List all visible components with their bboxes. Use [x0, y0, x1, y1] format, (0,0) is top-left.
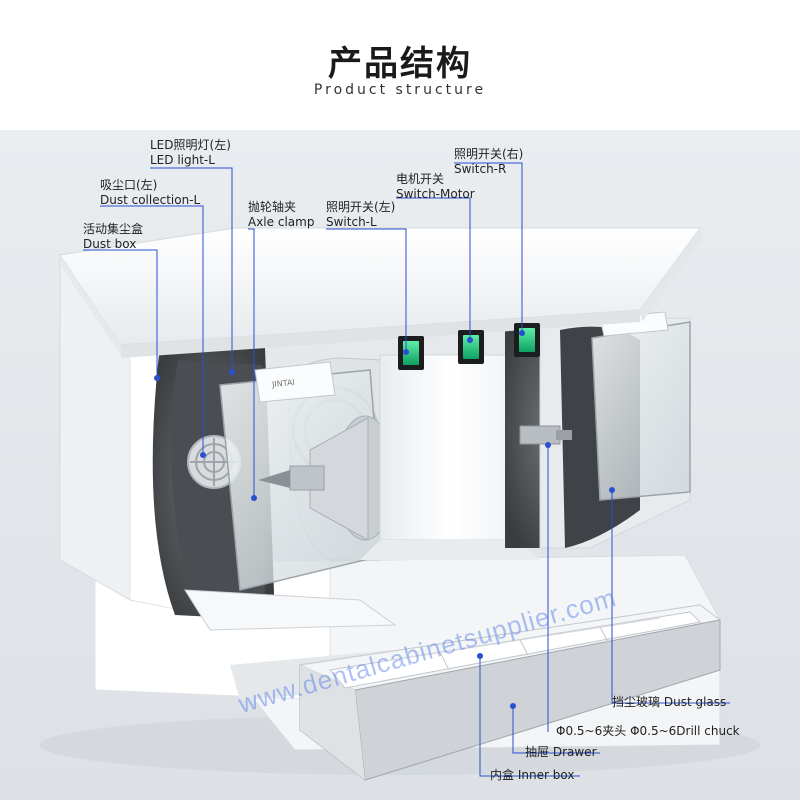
- header: 产品结构 Product structure: [0, 0, 800, 130]
- switch-l-icon: [403, 341, 419, 365]
- callout-dots: [154, 330, 615, 709]
- label-inner-box: 内盒 Inner box: [490, 768, 575, 782]
- drill-chuck: [519, 425, 561, 445]
- label-dust-box: 活动集尘盒 Dust box: [83, 222, 144, 251]
- product-illustration: [40, 162, 760, 781]
- label-drill-chuck: Φ0.5~6夹头 Φ0.5~6Drill chuck: [556, 724, 740, 738]
- brand-logo-text: JINTAI: [271, 377, 296, 390]
- label-axle-clamp: 抛轮轴夹 Axle clamp: [248, 200, 315, 229]
- right-dust-glass: [591, 321, 691, 501]
- page-subtitle: Product structure: [313, 82, 487, 98]
- label-dust-collection: 吸尘口(左) Dust collection-L: [100, 178, 201, 207]
- label-drawer: 抽屉 Drawer: [525, 745, 597, 759]
- center-motor-column: [379, 354, 521, 541]
- axle-clamp-tip: [258, 470, 290, 488]
- label-switch-l: 照明开关(左) Switch-L: [326, 200, 396, 229]
- switch-motor-icon: [463, 335, 479, 359]
- label-dust-glass: 挡尘玻璃 Dust glass: [612, 695, 727, 709]
- left-led-light: [254, 361, 336, 403]
- left-dust-box: [184, 589, 397, 631]
- page-title: 产品结构: [328, 44, 472, 84]
- label-switch-r: 照明开关(右) Switch-R: [454, 147, 524, 176]
- label-led-light: LED照明灯(左) LED light-L: [150, 138, 231, 167]
- label-switch-motor: 电机开关 Switch-Motor: [396, 172, 475, 201]
- inner-box: [329, 611, 702, 689]
- product-scene: JINTAI: [0, 130, 800, 800]
